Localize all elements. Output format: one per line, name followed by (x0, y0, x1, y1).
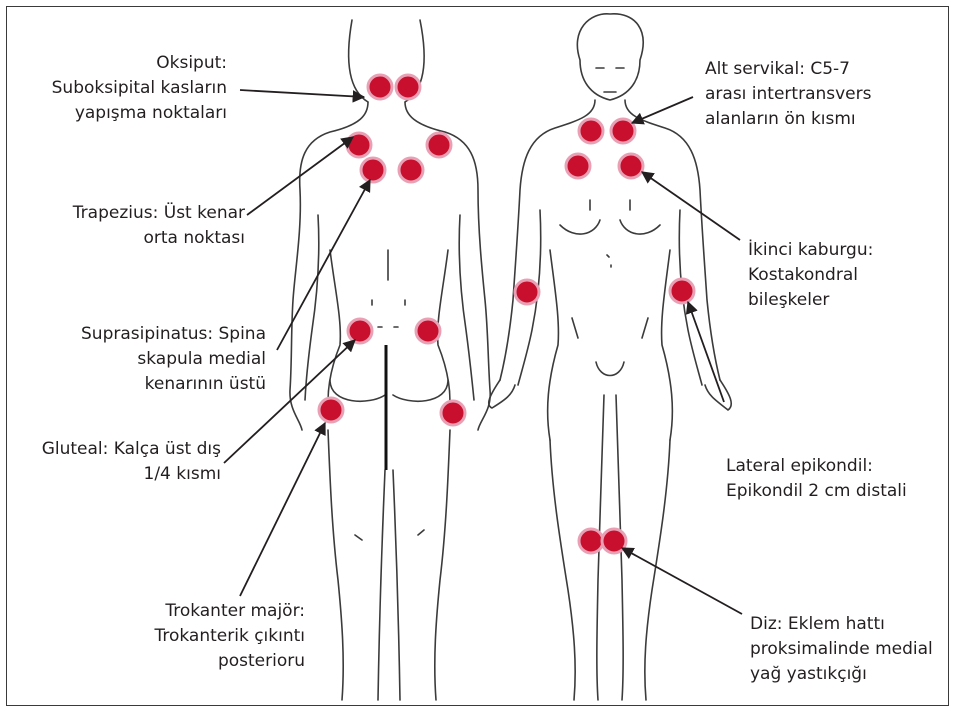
tender-point-epicondyle-left (515, 280, 539, 304)
label-second-rib: İkinci kaburgu: Kostakondral bileşkeler (748, 238, 873, 313)
tender-point-epicondyle-right (670, 279, 694, 303)
label-cervical-title: Alt servikal: C5-7 (705, 57, 872, 82)
label-cervical-line2: arası intertransvers (705, 82, 872, 107)
label-trapezius-line2: orta noktası (73, 226, 245, 251)
label-knee-title: Diz: Eklem hattı (750, 612, 933, 637)
label-knee-line3: yağ yastıkçığı (750, 662, 933, 687)
label-supraspinatus: Suprasipinatus: Spina skapula medial ken… (81, 322, 266, 397)
tender-point-knee-left (579, 529, 603, 553)
label-supraspinatus-title: Suprasipinatus: Spina (81, 322, 266, 347)
label-occiput-line2: Suboksipital kasların (52, 76, 227, 101)
front-view-figure (489, 14, 732, 700)
label-occiput-line3: yapışma noktaları (52, 101, 227, 126)
tender-point-trapezius-right (427, 133, 451, 157)
arrow-second-rib (642, 172, 740, 240)
tender-point-second-rib-left (566, 154, 590, 178)
label-knee: Diz: Eklem hattı proksimalinde medial ya… (750, 612, 933, 687)
label-occiput-title: Oksiput: (52, 51, 227, 76)
label-gluteal: Gluteal: Kalça üst dış 1/4 kısmı (42, 437, 221, 487)
tender-point-trapezius-left (347, 133, 371, 157)
tender-points (319, 75, 694, 553)
arrow-knee (622, 548, 742, 614)
tender-point-trochanter-right (441, 401, 465, 425)
label-trochanter-line2: Trokanterik çıkıntı (154, 624, 305, 649)
label-cervical: Alt servikal: C5-7 arası intertransvers … (705, 57, 872, 132)
tender-point-knee-right (602, 529, 626, 553)
label-cervical-line3: alanların ön kısmı (705, 107, 872, 132)
label-supraspinatus-line3: kenarının üstü (81, 372, 266, 397)
label-trochanter: Trokanter majör: Trokanterik çıkıntı pos… (154, 599, 305, 674)
label-gluteal-line2: 1/4 kısmı (42, 462, 221, 487)
label-supraspinatus-line2: skapula medial (81, 347, 266, 372)
tender-point-second-rib-right (619, 154, 643, 178)
label-second-rib-line2: Kostakondral (748, 263, 873, 288)
label-epicondyle: Lateral epikondil: Epikondil 2 cm distal… (726, 454, 907, 504)
label-epicondyle-line2: Epikondil 2 cm distali (726, 479, 907, 504)
label-second-rib-line3: bileşkeler (748, 288, 873, 313)
back-view-figure (290, 20, 490, 700)
tender-point-cervical-left (579, 119, 603, 143)
label-gluteal-title: Gluteal: Kalça üst dış (42, 437, 221, 462)
label-knee-line2: proksimalinde medial (750, 637, 933, 662)
tender-point-occiput-left (368, 75, 392, 99)
arrow-cervical (632, 97, 693, 123)
label-trochanter-line3: posterioru (154, 649, 305, 674)
arrow-trochanter (240, 423, 325, 596)
label-second-rib-title: İkinci kaburgu: (748, 238, 873, 263)
tender-point-gluteal-left (348, 319, 372, 343)
tender-point-occiput-right (396, 75, 420, 99)
tender-point-supraspinatus-left (361, 158, 385, 182)
tender-point-trochanter-left (319, 398, 343, 422)
label-occiput: Oksiput: Suboksipital kasların yapışma n… (52, 51, 227, 126)
label-epicondyle-title: Lateral epikondil: (726, 454, 907, 479)
arrow-occiput (240, 90, 364, 97)
label-trochanter-title: Trokanter majör: (154, 599, 305, 624)
tender-point-supraspinatus-right (399, 158, 423, 182)
tender-point-cervical-right (611, 119, 635, 143)
tender-point-gluteal-right (416, 319, 440, 343)
label-trapezius-title: Trapezius: Üst kenar (73, 201, 245, 226)
label-trapezius: Trapezius: Üst kenar orta noktası (73, 201, 245, 251)
